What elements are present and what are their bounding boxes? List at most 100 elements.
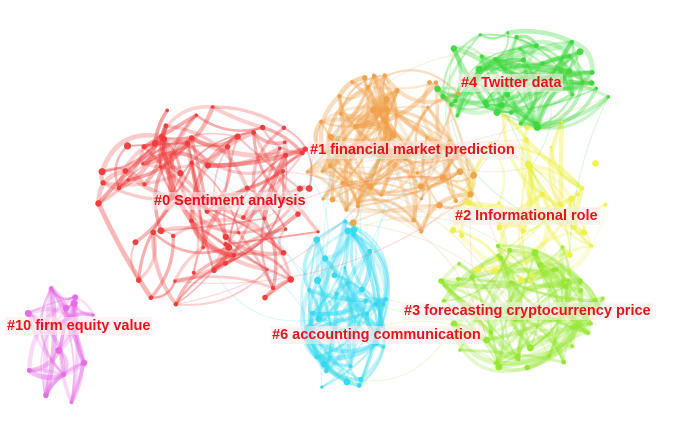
network-edge: [344, 220, 389, 301]
network-node: [474, 266, 481, 274]
network-node: [427, 80, 432, 85]
network-edge: [338, 180, 349, 212]
network-edge: [371, 108, 418, 223]
network-node: [211, 105, 215, 109]
network-edge: [338, 88, 400, 120]
network-edge: [324, 273, 353, 374]
network-node: [283, 140, 287, 145]
network-edge: [532, 250, 600, 308]
network-node: [366, 85, 370, 89]
network-node: [438, 278, 444, 284]
network-node: [518, 121, 523, 126]
network-edge: [541, 192, 593, 248]
network-edge: [493, 57, 595, 75]
network-edge: [329, 96, 609, 167]
network-edge: [372, 158, 407, 332]
network-node: [373, 301, 379, 307]
network-node: [570, 40, 574, 44]
network-node: [244, 185, 250, 191]
network-node: [571, 93, 574, 96]
network-node: [589, 244, 594, 248]
network-edge: [536, 93, 574, 129]
network-node: [177, 170, 184, 177]
network-edge: [174, 193, 472, 284]
network-edge: [452, 266, 556, 340]
network-edge: [305, 170, 348, 212]
network-node: [419, 197, 423, 201]
network-edge: [455, 57, 526, 118]
network-node: [188, 135, 195, 141]
network-edge: [523, 137, 585, 191]
network-edge: [153, 136, 194, 233]
network-edge: [343, 266, 388, 301]
network-edge: [532, 250, 569, 289]
network-node: [270, 285, 276, 291]
network-edge: [352, 233, 381, 333]
network-edge: [69, 361, 86, 405]
network-node: [302, 146, 308, 152]
network-node: [204, 208, 210, 214]
network-edge: [341, 170, 462, 197]
network-edge: [505, 28, 575, 45]
network-edge: [114, 144, 129, 190]
network-edge: [480, 55, 544, 75]
network-node: [524, 160, 532, 168]
network-edge: [211, 212, 301, 273]
network-node: [594, 86, 598, 91]
network-node: [520, 228, 526, 234]
network-node: [459, 233, 464, 239]
network-edge: [43, 285, 57, 398]
network-node: [453, 198, 459, 204]
network-edge: [223, 135, 239, 246]
network-edge: [500, 93, 575, 110]
network-node: [382, 302, 386, 306]
network-node: [382, 73, 387, 78]
network-edge: [382, 73, 461, 104]
network-edge: [528, 165, 545, 196]
network-edge: [494, 31, 510, 61]
network-node: [469, 182, 474, 187]
network-edge: [454, 98, 499, 115]
network-node: [528, 273, 534, 278]
network-edge: [302, 237, 319, 292]
network-edge: [315, 218, 348, 283]
network-node: [151, 139, 159, 147]
network-edge: [507, 248, 576, 349]
network-node: [453, 98, 458, 104]
network-edge: [185, 141, 304, 175]
network-node: [443, 284, 446, 287]
network-edge: [174, 253, 236, 306]
network-node: [91, 313, 95, 317]
network-edge: [341, 181, 350, 211]
network-edge: [159, 105, 215, 139]
network-node: [425, 136, 428, 139]
network-node: [339, 111, 343, 116]
network-node: [313, 236, 321, 244]
network-edge: [224, 170, 285, 265]
network-node: [224, 144, 231, 150]
network-edge: [372, 109, 451, 144]
network-edge: [351, 232, 388, 334]
network-edge: [174, 268, 269, 306]
network-edge: [356, 198, 416, 222]
network-node: [606, 95, 610, 99]
network-edge: [344, 203, 442, 214]
network-edge: [385, 108, 499, 247]
network-node: [95, 200, 102, 207]
network-edge: [353, 96, 389, 129]
network-edge: [520, 253, 571, 281]
network-edge: [123, 136, 194, 173]
network-node: [436, 202, 443, 209]
network-edge: [171, 217, 286, 255]
network-edge: [338, 94, 358, 128]
network-edge: [551, 120, 564, 208]
network-edge: [456, 277, 513, 284]
network-edge: [167, 113, 198, 200]
network-edge: [494, 317, 593, 365]
network-edge: [496, 244, 583, 293]
network-node: [211, 267, 216, 272]
network-node: [359, 286, 365, 293]
network-node: [191, 270, 196, 275]
network-edge: [251, 130, 320, 234]
network-edge: [159, 123, 183, 176]
